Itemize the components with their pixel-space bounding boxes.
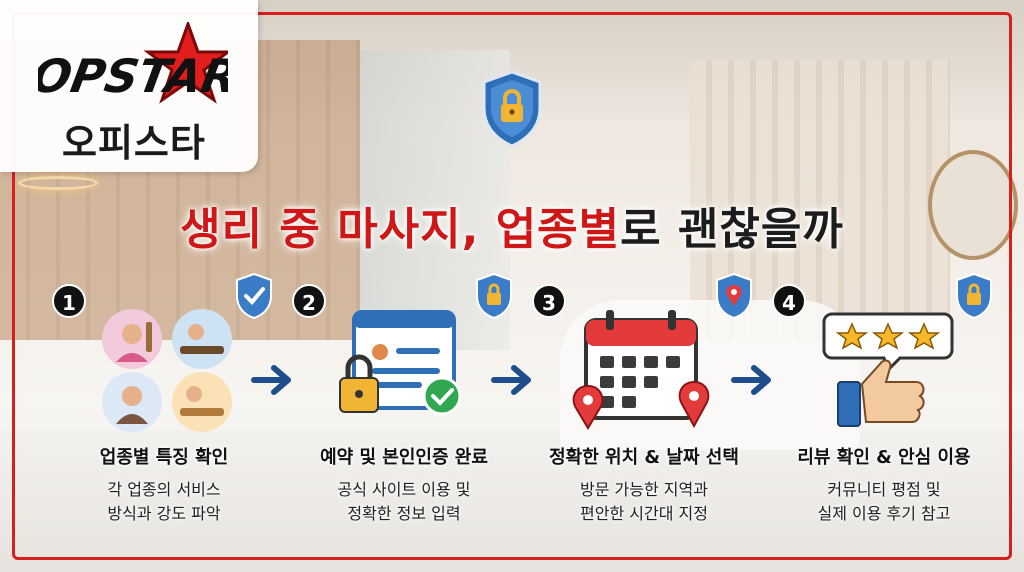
brand-logo: OPSTAR 오피스타 (0, 0, 258, 172)
shield-check-icon (236, 272, 272, 320)
step-title-3: 정확한 위치 & 날짜 선택 (549, 447, 739, 468)
step-title-4: 리뷰 확인 & 안심 이용 (797, 447, 971, 468)
step-desc-1: 각 업종의 서비스 방식과 강도 파악 (44, 478, 284, 526)
logo-wordmark: OPSTAR (38, 49, 228, 103)
shield-lock-icon (476, 272, 512, 320)
step-desc-4-line-2: 실제 이용 후기 참고 (817, 504, 951, 523)
shield-lock-icon (482, 70, 542, 148)
opstar-logo-icon: OPSTAR (38, 22, 228, 104)
step-card-1: 1 (52, 272, 272, 460)
ring-light (18, 176, 98, 190)
headline-part-2: 업종별 (495, 204, 621, 255)
step-number-3: 3 (532, 284, 566, 318)
step-desc-3: 방문 가능한 지역과 편안한 시간대 지정 (524, 478, 764, 526)
calendar-location-icon (572, 310, 710, 430)
step-desc-1-line-2: 방식과 강도 파악 (107, 504, 221, 523)
floor (0, 430, 1024, 572)
step-number-4: 4 (772, 284, 806, 318)
step-card-4: 4 (772, 272, 992, 460)
headline-part-1: 생리 중 마사지, (180, 204, 496, 255)
brand-name: 오피스타 (62, 121, 206, 165)
step-title-1: 업종별 특징 확인 (99, 447, 229, 468)
shield-lock-icon (956, 272, 992, 320)
arrow-right-icon (491, 365, 531, 395)
step-title-2: 예약 및 본인인증 완료 (320, 447, 488, 468)
step-card-2: 2 (292, 272, 512, 460)
step-desc-2-line-2: 정확한 정보 입력 (347, 504, 461, 523)
step-card-3: 3 (532, 272, 752, 460)
identity-verification-icon (339, 310, 462, 416)
page-title: 생리 중 마사지, 업종별로 괜찮을까 (0, 193, 1024, 257)
headline-part-3: 로 괜찮을까 (620, 204, 844, 255)
step-desc-4: 커뮤니티 평점 및 실제 이용 후기 참고 (764, 478, 1004, 526)
review-thumbs-up-icon (822, 312, 954, 427)
round-mirror (928, 150, 1018, 260)
step-number-1: 1 (52, 284, 86, 318)
step-desc-1-line-1: 각 업종의 서비스 (107, 480, 221, 499)
business-types-icon (102, 309, 232, 432)
step-desc-2: 공식 사이트 이용 및 정확한 정보 입력 (284, 478, 524, 526)
step-desc-3-line-1: 방문 가능한 지역과 (580, 480, 708, 499)
arrow-right-icon (251, 365, 291, 395)
shield-location-icon (716, 272, 752, 320)
step-desc-2-line-1: 공식 사이트 이용 및 (337, 480, 471, 499)
red-frame (12, 12, 1012, 560)
step-desc-3-line-2: 편안한 시간대 지정 (580, 504, 708, 523)
arrow-right-icon (731, 365, 771, 395)
step-desc-4-line-1: 커뮤니티 평점 및 (827, 480, 941, 499)
step-number-2: 2 (292, 284, 326, 318)
